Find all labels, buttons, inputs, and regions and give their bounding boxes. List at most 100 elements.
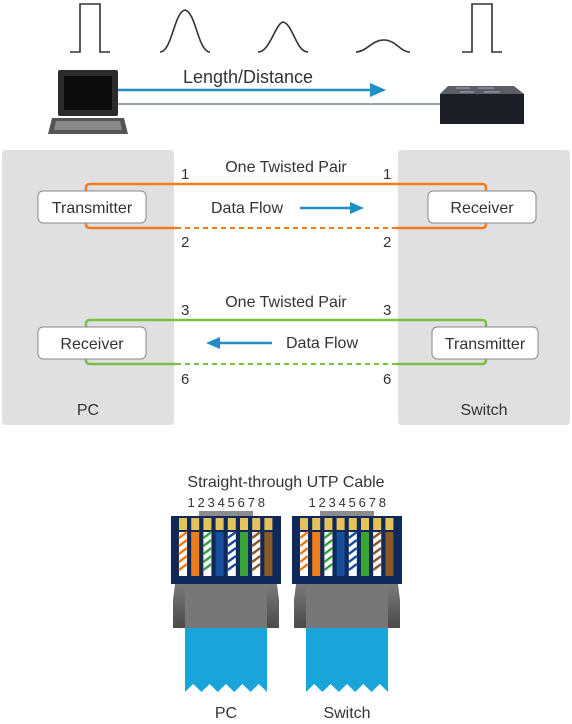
switch-transmitter-label: Transmitter <box>445 336 526 353</box>
pair2-flow-label: Data Flow <box>286 335 358 352</box>
green-twisted-pair <box>84 318 488 366</box>
wire-stripe <box>227 531 237 539</box>
wire-stripe <box>227 563 237 571</box>
wire-pin-7 <box>373 532 382 576</box>
signal-waveforms <box>70 3 502 53</box>
pc-transmitter-box <box>37 190 147 224</box>
gold-contact-pin <box>252 518 261 530</box>
pair2-flow-arrow <box>206 337 272 349</box>
wire-stripe <box>202 531 213 539</box>
wire-stripe <box>251 554 261 564</box>
pair1-pin-bottom-left: 2 <box>181 234 189 251</box>
cable-jacket <box>306 628 388 692</box>
wire-stripe <box>348 555 358 563</box>
wire-stripe <box>372 539 382 547</box>
wire-stripe <box>227 539 237 547</box>
wire-stripe <box>251 538 261 548</box>
gold-contact-pin <box>215 518 224 530</box>
pair1-flow-arrow <box>300 202 364 214</box>
pc-receiver-label: Receiver <box>60 336 124 353</box>
wire-stripe <box>251 546 261 556</box>
right-connector-pin-numbers: 1 2 3 4 5 6 7 8 <box>308 495 385 510</box>
switch-receiver-box <box>427 190 537 224</box>
distance-arrow <box>118 83 386 97</box>
gold-contact-pin <box>385 518 394 530</box>
wire-stripe <box>372 563 382 571</box>
wire-stripe <box>323 555 334 563</box>
gold-contact-pin <box>324 518 333 530</box>
wire-pin-8 <box>385 532 394 576</box>
connector-boot-face <box>306 584 388 628</box>
rounded-pulse-icon <box>159 9 211 53</box>
wire-pin-2 <box>312 532 321 576</box>
wire-pin-1 <box>300 532 308 576</box>
gold-contact-pin <box>240 518 248 530</box>
gold-contact-pin <box>179 518 187 530</box>
wire-pin-3 <box>324 532 333 576</box>
wire-stripe <box>299 547 309 555</box>
attenuated-pulse-icon <box>257 21 309 53</box>
wire-pin-1 <box>179 532 187 576</box>
wire-stripe <box>227 555 237 563</box>
orange-twisted-pair <box>84 182 488 230</box>
wire-stripe <box>299 555 309 563</box>
wire-stripe <box>323 547 334 555</box>
wire-stripe <box>323 539 334 547</box>
wire-pin-5 <box>348 532 357 576</box>
gold-contact-pin <box>312 518 321 530</box>
gold-contact-pin <box>336 518 345 530</box>
wire-stripe <box>251 562 261 572</box>
pair2-pin-top-right: 3 <box>383 302 391 319</box>
wire-pin-5 <box>227 532 236 576</box>
gold-contact-pin <box>203 518 212 530</box>
wire-stripe <box>348 563 358 571</box>
cable-switch-label: Switch <box>323 705 370 722</box>
pc-receiver-box <box>37 326 147 360</box>
wire-stripe <box>348 531 358 539</box>
wire-pin-8 <box>264 532 273 576</box>
wire-stripe <box>348 547 358 555</box>
wire-stripe <box>202 555 213 563</box>
left-connector-pin-numbers: 1 2 3 4 5 6 7 8 <box>187 495 264 510</box>
wire-pin-6 <box>361 532 369 576</box>
flattened-pulse-icon <box>355 39 411 53</box>
pair1-pin-top-left: 1 <box>181 166 189 183</box>
wire-stripe <box>178 539 188 547</box>
wire-stripe <box>227 547 237 555</box>
wire-stripe <box>372 531 382 539</box>
wire-pin-3 <box>203 532 212 576</box>
switch-transmitter-box <box>431 326 539 360</box>
pair2-pin-top-left: 3 <box>181 302 189 319</box>
wire-stripe <box>178 547 188 555</box>
switch-receiver-label: Receiver <box>450 200 514 217</box>
wire-stripe <box>251 530 261 540</box>
switch-panel-label: Switch <box>460 402 507 419</box>
wire-stripe <box>372 555 382 563</box>
rj45-connector-switch <box>292 511 402 692</box>
cable-jacket <box>185 628 267 692</box>
square-pulse-icon <box>462 3 502 53</box>
wire-stripe <box>178 555 188 563</box>
pair1-pin-bottom-right: 2 <box>383 234 391 251</box>
wire-stripe <box>372 547 382 555</box>
wire-stripe <box>202 539 213 547</box>
wire-stripe <box>299 531 309 539</box>
pair2-title: One Twisted Pair <box>225 294 347 311</box>
wire-stripe <box>299 563 309 571</box>
cable-pc-label: PC <box>215 705 237 722</box>
connector-latch <box>320 511 374 519</box>
gold-contact-pin <box>373 518 382 530</box>
connector-housing <box>171 516 281 584</box>
rj45-connector-pc <box>171 511 281 692</box>
wire-pin-2 <box>191 532 200 576</box>
gold-contact-pin <box>227 518 236 530</box>
wire-stripe <box>348 539 358 547</box>
connector-housing <box>292 516 402 584</box>
distance-label: Length/Distance <box>183 67 313 87</box>
wire-stripe <box>202 547 213 555</box>
gold-contact-pin <box>191 518 200 530</box>
pair1-title: One Twisted Pair <box>225 159 347 176</box>
wire-stripe <box>178 563 188 571</box>
wire-stripe <box>323 531 334 539</box>
